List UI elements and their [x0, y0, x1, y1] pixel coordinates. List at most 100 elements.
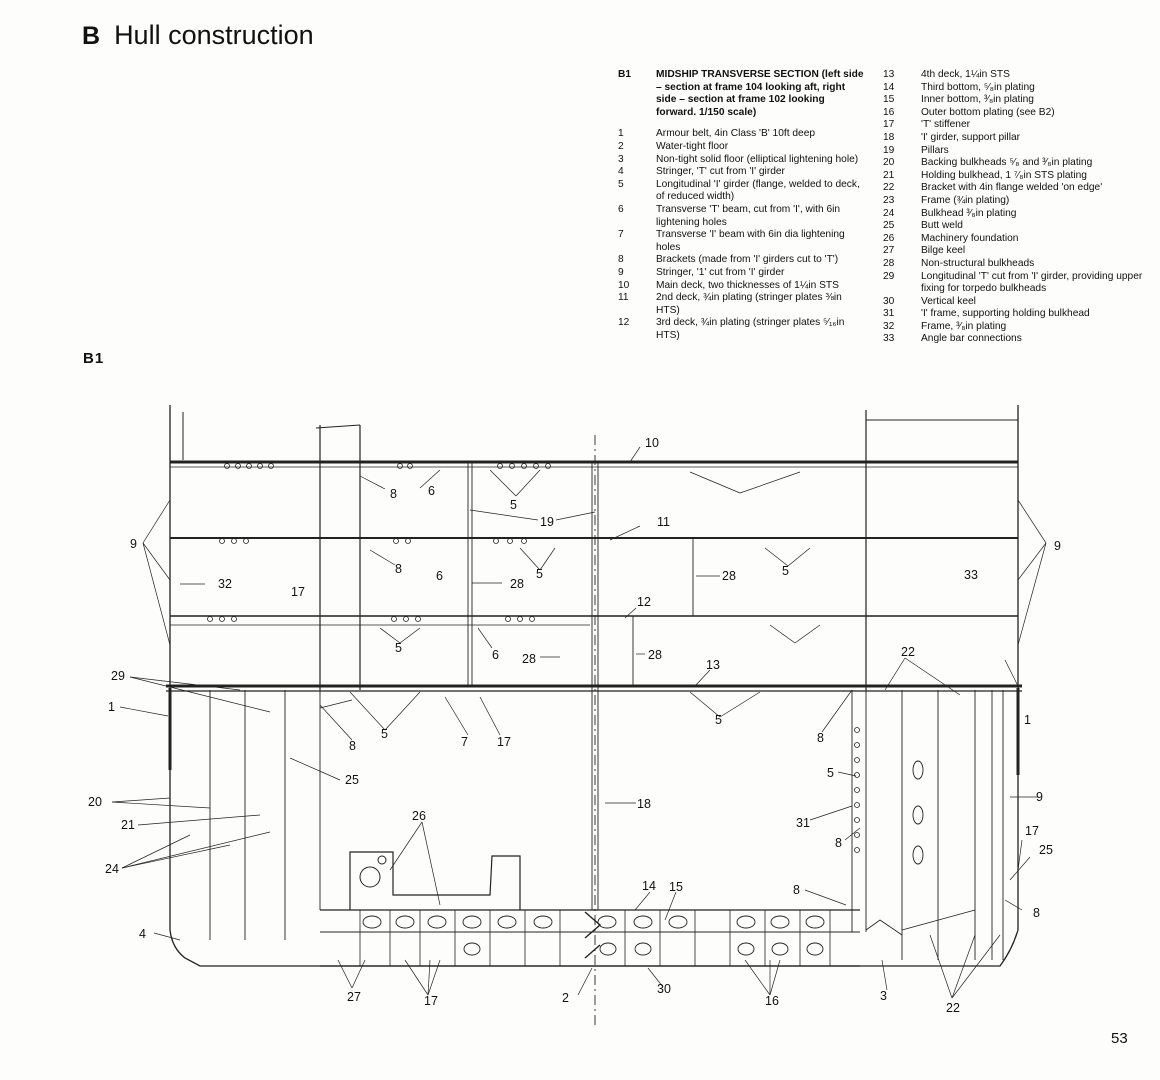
- callout-number: 25: [1039, 843, 1053, 857]
- callout-number: 28: [522, 652, 536, 666]
- legend-item-text: Water-tight floor: [656, 140, 729, 152]
- legend-item: 18'I' girder, support pillar: [883, 132, 1145, 145]
- legend-item-text: Main deck, two thicknesses of 1¼in STS: [656, 279, 839, 291]
- callout-number: 24: [105, 862, 119, 876]
- callout-number: 6: [428, 484, 435, 498]
- callout-number: 8: [1033, 906, 1040, 920]
- legend-item: 2 Water-tight floor: [618, 141, 866, 154]
- legend-item-number: 6: [618, 203, 624, 215]
- legend-item-number: 7: [618, 229, 624, 241]
- machinery-foundation: [349, 851, 521, 910]
- legend-item-text: Transverse 'T' beam, cut from 'I', with …: [656, 203, 841, 228]
- decks: [166, 460, 1022, 692]
- callout-number: 28: [510, 577, 524, 591]
- callout-number: 1: [108, 700, 115, 714]
- legend-item-text: Longitudinal 'I' girder (flange, welded …: [656, 178, 860, 203]
- legend-item-number: 8: [618, 254, 624, 266]
- legend-item-number: 13: [883, 69, 895, 80]
- callout-number: 28: [648, 648, 662, 662]
- legend-item-text: 'T' stiffener: [921, 119, 970, 131]
- callout-number: 33: [964, 568, 978, 582]
- legend-item: 4 Stringer, 'T' cut from 'I' girder: [618, 166, 866, 179]
- legend-item: 3 Non-tight solid floor (elliptical light…: [618, 154, 866, 167]
- legend-item-number: 2: [618, 140, 624, 152]
- legend-item-number: 14: [883, 81, 895, 93]
- legend-item-number: 23: [883, 194, 895, 206]
- legend-item: 6 Transverse 'T' beam, cut from 'I', with…: [618, 204, 866, 229]
- callout-number: 2: [562, 991, 569, 1005]
- legend-item-number: 28: [883, 257, 895, 269]
- callout-number: 18: [637, 797, 651, 811]
- legend-item: 27 Bilge keel: [883, 245, 1145, 258]
- page-number: 53: [1111, 1030, 1128, 1047]
- legend-item-number: 26: [883, 232, 895, 244]
- callout-number: 11: [657, 515, 670, 529]
- callout-number: 8: [817, 731, 824, 745]
- legend-heading-text: MIDSHIP TRANSVERSE SECTION (left side – …: [656, 69, 864, 118]
- legend-item-text: Inner bottom, ³⁄₈in plating: [921, 94, 1034, 106]
- legend-item-text: Angle bar connections: [921, 333, 1022, 345]
- legend-column-1: B1 MIDSHIP TRANSVERSE SECTION (left side…: [618, 69, 866, 342]
- legend-item-number: 1: [618, 128, 624, 140]
- legend-item-number: 21: [883, 169, 895, 181]
- legend-item-number: 19: [883, 144, 895, 156]
- legend-item-number: 3: [618, 153, 624, 165]
- legend-item: 7 Transverse 'I' beam with 6in dia lighte…: [618, 229, 866, 254]
- callout-number: 7: [461, 735, 468, 749]
- callout-number: 28: [722, 569, 736, 583]
- callout-number: 17: [497, 735, 511, 749]
- callout-number: 5: [395, 641, 402, 655]
- legend-item-number: 33: [883, 333, 895, 345]
- legend-item-text: Bracket with 4in flange welded 'on edge': [921, 182, 1103, 194]
- legend-item-number: 27: [883, 245, 895, 257]
- legend-item-number: 4: [618, 166, 624, 178]
- legend-item-text: 'I' frame, supporting holding bulkhead: [921, 308, 1090, 320]
- legend-item-number: 11: [618, 292, 629, 304]
- legend-item: 33 Angle bar connections: [883, 333, 1145, 346]
- legend-item-text: Third bottom, ⁵⁄₈in plating: [921, 81, 1035, 93]
- pillars-bulkheads: [209, 435, 1004, 1028]
- legend-item: 31'I' frame, supporting holding bulkhead: [883, 308, 1145, 321]
- callout-number: 12: [637, 595, 651, 609]
- callout-number: 3: [880, 989, 887, 1003]
- legend-item-text: Bulkhead ³⁄₈in plating: [921, 207, 1017, 219]
- legend-item-number: 20: [883, 157, 895, 169]
- leader-lines: [111, 446, 1047, 999]
- legend-item-number: 22: [883, 182, 895, 194]
- callout-number: 31: [796, 816, 810, 830]
- legend-item-text: Transverse 'I' beam with 6in dia lighten…: [656, 229, 845, 253]
- hull-outline: [169, 405, 1019, 967]
- callout-number: 13: [706, 658, 720, 672]
- callout-number: 5: [715, 713, 722, 727]
- callout-number: 5: [536, 567, 543, 581]
- callout-number: 15: [669, 880, 683, 894]
- callout-number: 26: [412, 809, 426, 823]
- legend-item-number: 16: [883, 106, 895, 118]
- legend-item-text: Stringer, 'T' cut from 'I' girder: [656, 166, 785, 178]
- double-bottom: [320, 909, 860, 967]
- callout-number: 17: [424, 994, 438, 1008]
- armour-belts: [168, 688, 1020, 775]
- legend-item-text: Bilge keel: [921, 245, 966, 257]
- callout-number: 8: [390, 487, 397, 501]
- legend-item-text: Non-tight solid floor (elliptical lighte…: [656, 153, 859, 165]
